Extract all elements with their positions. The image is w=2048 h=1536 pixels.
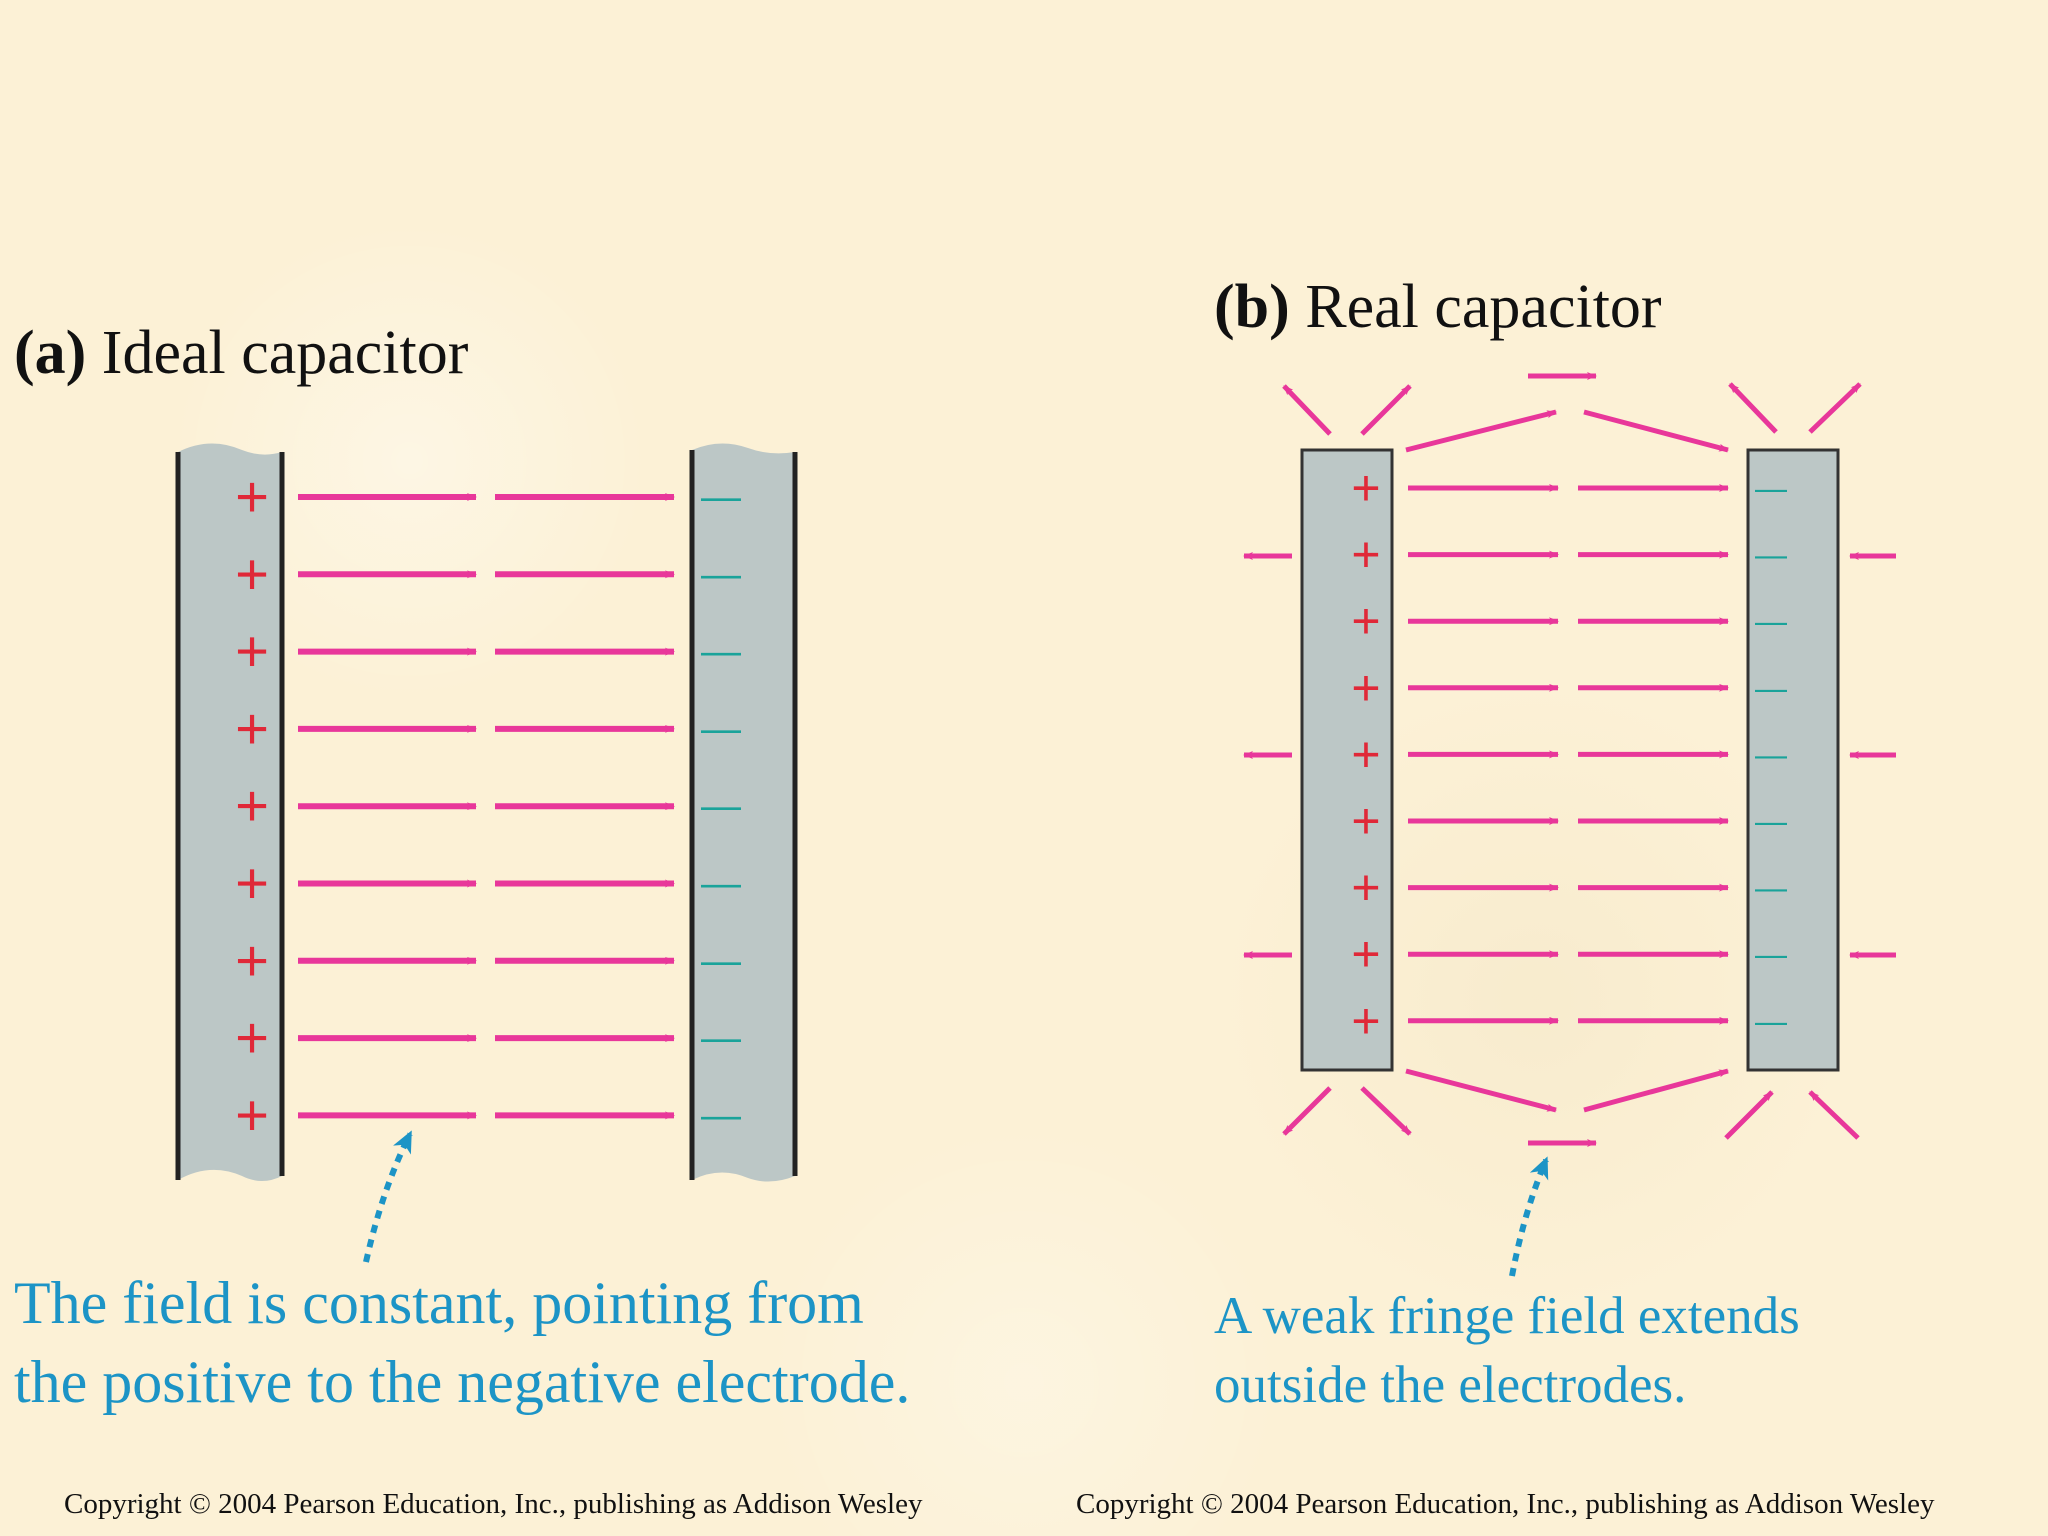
real-capacitor: + — + — + — + — + — + — + — + — + —	[1243, 372, 1896, 1277]
plus-charge: +	[1351, 460, 1380, 516]
fringe-arrow	[1405, 409, 1557, 453]
minus-charge: —	[701, 707, 741, 751]
minus-charge: —	[1755, 670, 1787, 706]
plus-charge: +	[235, 774, 269, 839]
dotted-pointer-arrow-icon	[363, 1130, 413, 1263]
minus-charge: —	[701, 862, 741, 906]
panel-a-caption: The field is constant, pointing from the…	[14, 1264, 910, 1422]
panel-a-title: (a) Ideal capacitor	[14, 318, 468, 389]
minus-charge: —	[1755, 537, 1787, 573]
plus-charge: +	[235, 696, 269, 761]
negative-plate-real	[1746, 448, 1840, 1072]
ideal-field-lines	[298, 493, 675, 1120]
ideal-capacitor: + — + — + — + — + — + — + — + — + —	[175, 443, 798, 1263]
plus-charge: +	[1351, 793, 1380, 849]
ideal-charges: + — + — + — + — + — + — + — + — + —	[235, 465, 741, 1148]
plus-charge: +	[235, 619, 269, 684]
fringe-arrow	[1282, 384, 1332, 436]
minus-charge: —	[701, 552, 741, 596]
plus-charge: +	[235, 542, 269, 607]
panel-b-caption-line-1: A weak fringe field extends	[1214, 1287, 1800, 1345]
fringe-arrow	[1282, 1086, 1332, 1136]
plus-charge: +	[1351, 860, 1380, 916]
minus-charge: —	[701, 939, 741, 983]
plus-charge: +	[235, 928, 269, 993]
fringe-field-lines	[1243, 372, 1896, 1147]
panel-a-caption-line-2: the positive to the negative electrode.	[14, 1349, 911, 1415]
plus-charge: +	[1351, 660, 1380, 716]
minus-charge: —	[701, 630, 741, 674]
plus-charge: +	[235, 851, 269, 916]
copyright-notice-a: Copyright © 2004 Pearson Education, Inc.…	[64, 1488, 923, 1520]
fringe-arrow	[1808, 382, 1862, 434]
fringe-arrow	[1405, 1068, 1557, 1113]
real-field-lines	[1408, 484, 1729, 1025]
minus-charge: —	[1755, 736, 1787, 772]
panel-b-caption-line-2: outside the electrodes.	[1214, 1356, 1687, 1414]
panel-a-title-text: Ideal capacitor	[101, 319, 469, 387]
minus-charge: —	[701, 1016, 741, 1060]
positive-plate-real	[1300, 448, 1394, 1072]
real-charges: + — + — + — + — + — + — + — + — + —	[1351, 460, 1787, 1049]
minus-charge: —	[1755, 1003, 1787, 1039]
panel-b-caption: A weak fringe field extends outside the …	[1214, 1282, 1800, 1420]
copyright-notice-b: Copyright © 2004 Pearson Education, Inc.…	[1076, 1488, 1935, 1520]
panel-b-title: (b) Real capacitor	[1214, 272, 1662, 343]
plus-charge: +	[235, 1006, 269, 1071]
fringe-arrow	[1360, 384, 1412, 436]
fringe-arrow	[1728, 382, 1778, 434]
minus-charge: —	[701, 784, 741, 828]
panel-b-tag: (b)	[1214, 273, 1290, 341]
plus-charge: +	[1351, 726, 1380, 782]
fringe-arrow	[1583, 1068, 1729, 1113]
plus-charge: +	[1351, 993, 1380, 1049]
plus-charge: +	[1351, 593, 1380, 649]
plus-charge: +	[1351, 527, 1380, 583]
minus-charge: —	[1755, 870, 1787, 906]
fringe-arrow	[1808, 1090, 1860, 1140]
minus-charge: —	[701, 1093, 741, 1137]
fringe-arrow	[1583, 409, 1729, 453]
plus-charge: +	[235, 465, 269, 530]
dotted-pointer-arrow-icon	[1509, 1156, 1549, 1277]
positive-plate-ideal	[178, 443, 282, 1181]
minus-charge: —	[1755, 603, 1787, 639]
minus-charge: —	[1755, 936, 1787, 972]
panel-a-caption-line-1: The field is constant, pointing from	[14, 1270, 864, 1336]
panel-b-title-text: Real capacitor	[1305, 273, 1662, 341]
panel-a-tag: (a)	[14, 319, 87, 387]
plus-charge: +	[1351, 926, 1380, 982]
minus-charge: —	[1755, 803, 1787, 839]
plus-charge: +	[235, 1083, 269, 1148]
fringe-arrow	[1724, 1090, 1774, 1140]
negative-plate-ideal	[692, 443, 795, 1182]
fringe-arrow	[1360, 1086, 1412, 1136]
minus-charge: —	[1755, 470, 1787, 506]
minus-charge: —	[701, 475, 741, 519]
